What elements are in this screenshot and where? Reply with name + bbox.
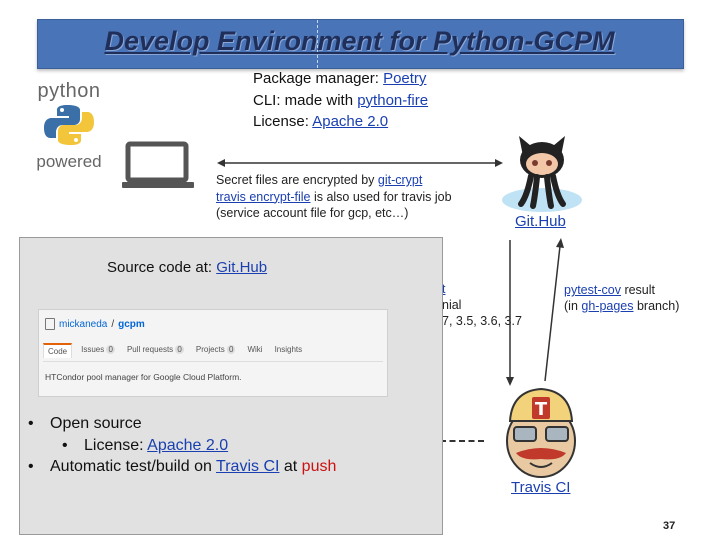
travis-job-link-fragment[interactable]: t <box>442 282 446 296</box>
repo-header: mickaneda / gcpm <box>45 318 145 330</box>
bullet-license: • License: Apache 2.0 <box>28 435 336 457</box>
apache-license-link[interactable]: Apache 2.0 <box>312 113 389 130</box>
title-divider <box>317 20 318 68</box>
travis-job-note: t nial 7, 3.5, 3.6, 3.7 <box>442 281 522 329</box>
bullet-dot-icon: • <box>28 458 34 475</box>
bullet-open-source: • Open source <box>28 413 336 435</box>
coverage-note: pytest-cov result (in gh-pages branch) <box>564 282 679 314</box>
package-manager-line: Package manager: Poetry <box>253 68 428 90</box>
gh-pages-link[interactable]: gh-pages <box>581 299 634 313</box>
tab-pull-requests-count: 0 <box>175 345 184 354</box>
travis-ci-mascot-icon: T <box>506 387 576 478</box>
github-travis-arrow-down <box>506 240 514 386</box>
bullet-travis-link[interactable]: Travis CI <box>216 458 280 475</box>
cli-label: CLI: made with <box>253 91 358 109</box>
overlay-bullets: • Open source • License: Apache 2.0 • Autom… <box>28 413 336 478</box>
python-powered-logo: python powered <box>34 80 104 171</box>
laptop-github-arrow <box>217 159 503 167</box>
secret-line-3: (service account file for gcp, etc…) <box>216 206 409 220</box>
coverage-line-1: pytest-cov result <box>564 282 679 298</box>
bullet-apache-link[interactable]: Apache 2.0 <box>147 436 229 454</box>
travis-ci-label[interactable]: Travis CI <box>511 479 571 496</box>
laptop-icon <box>122 141 194 188</box>
coverage-line-2: (in gh-pages branch) <box>564 298 679 314</box>
tab-code[interactable]: Code <box>43 343 73 358</box>
cli-line: CLI: made with python-fire <box>253 90 428 112</box>
slide-title: Develop Environment for Python-GCPM <box>104 26 615 56</box>
python-snake-icon <box>44 105 94 145</box>
python-logo-text: python <box>37 80 101 102</box>
travis-job-line-2: nial <box>442 298 462 312</box>
travis-dashed-connector <box>440 440 484 442</box>
git-crypt-link[interactable]: git-crypt <box>377 173 423 187</box>
repo-owner[interactable]: mickaneda <box>59 318 108 330</box>
coverage-line-2-pre: (in <box>564 299 582 313</box>
source-code-label: Source code at: <box>107 259 217 276</box>
repo-screenshot: mickaneda / gcpm Code Issues 0 Pull requ… <box>38 309 388 397</box>
bullet-push-text: push <box>301 458 337 475</box>
source-github-link[interactable]: Git.Hub <box>216 259 268 276</box>
tab-insights[interactable]: Insights <box>274 345 303 354</box>
tab-projects-count: 0 <box>227 345 236 354</box>
coverage-line-1-text: result <box>620 283 656 297</box>
secret-line-2-text: is also used for travis job <box>310 189 452 204</box>
bullet-open-source-text: Open source <box>50 415 142 432</box>
tab-issues-count: 0 <box>106 345 115 354</box>
secret-files-note: Secret files are encrypted by git-crypt … <box>216 172 452 222</box>
license-label: License: <box>253 113 313 130</box>
coverage-line-2-post: branch) <box>633 299 680 313</box>
repo-description: HTCondor pool manager for Google Cloud P… <box>45 372 242 382</box>
bullet-dot-icon: • <box>28 415 34 432</box>
secret-line-1-text: Secret files are encrypted by <box>216 173 378 187</box>
poetry-link[interactable]: Poetry <box>383 70 427 87</box>
tab-pull-requests-label: Pull requests <box>126 345 174 354</box>
tab-projects-label: Projects <box>195 345 225 354</box>
repo-book-icon <box>45 318 55 330</box>
license-line: License: Apache 2.0 <box>253 111 428 133</box>
page-number: 37 <box>663 520 676 532</box>
tab-issues[interactable]: Issues 0 <box>78 343 118 358</box>
source-code-line: Source code at: Git.Hub <box>107 259 267 276</box>
tab-wiki[interactable]: Wiki <box>247 345 263 354</box>
repo-separator: / <box>111 318 115 330</box>
github-octocat-icon <box>502 136 582 212</box>
bullet-automatic-test: • Automatic test/build on Travis CI at pu… <box>28 456 336 478</box>
bullet-dot-icon: • <box>62 436 68 454</box>
bullet-auto-test-text: Automatic test/build on <box>50 458 217 475</box>
travis-job-line-3: 7, 3.5, 3.6, 3.7 <box>442 314 522 328</box>
package-manager-label: Package manager: <box>253 70 384 87</box>
travis-encrypt-file-link[interactable]: travis encrypt-file <box>216 189 311 204</box>
secret-line-1: Secret files are encrypted by git-crypt <box>216 172 452 189</box>
secret-line-2: travis encrypt-file is also used for tra… <box>216 189 452 206</box>
python-logo-powered: powered <box>36 152 102 171</box>
tab-code-label: Code <box>48 347 68 356</box>
title-bar <box>37 19 684 69</box>
travis-github-arrow-up <box>544 238 564 382</box>
tab-pull-requests[interactable]: Pull requests 0 <box>124 343 187 358</box>
repo-tabs: Code Issues 0 Pull requests 0 Projects 0… <box>43 343 383 362</box>
bullet-at-text: at <box>279 458 302 475</box>
repo-name[interactable]: gcpm <box>118 318 145 330</box>
python-fire-link[interactable]: python-fire <box>357 91 429 109</box>
project-info: Package manager: Poetry CLI: made with p… <box>253 68 428 133</box>
bullet-license-label: License: <box>84 436 148 454</box>
tab-projects[interactable]: Projects 0 <box>193 343 239 358</box>
pytest-cov-link[interactable]: pytest-cov <box>564 283 621 297</box>
svg-text:T: T <box>535 399 548 420</box>
tab-issues-label: Issues <box>81 345 105 354</box>
github-label[interactable]: Git.Hub <box>515 213 566 230</box>
